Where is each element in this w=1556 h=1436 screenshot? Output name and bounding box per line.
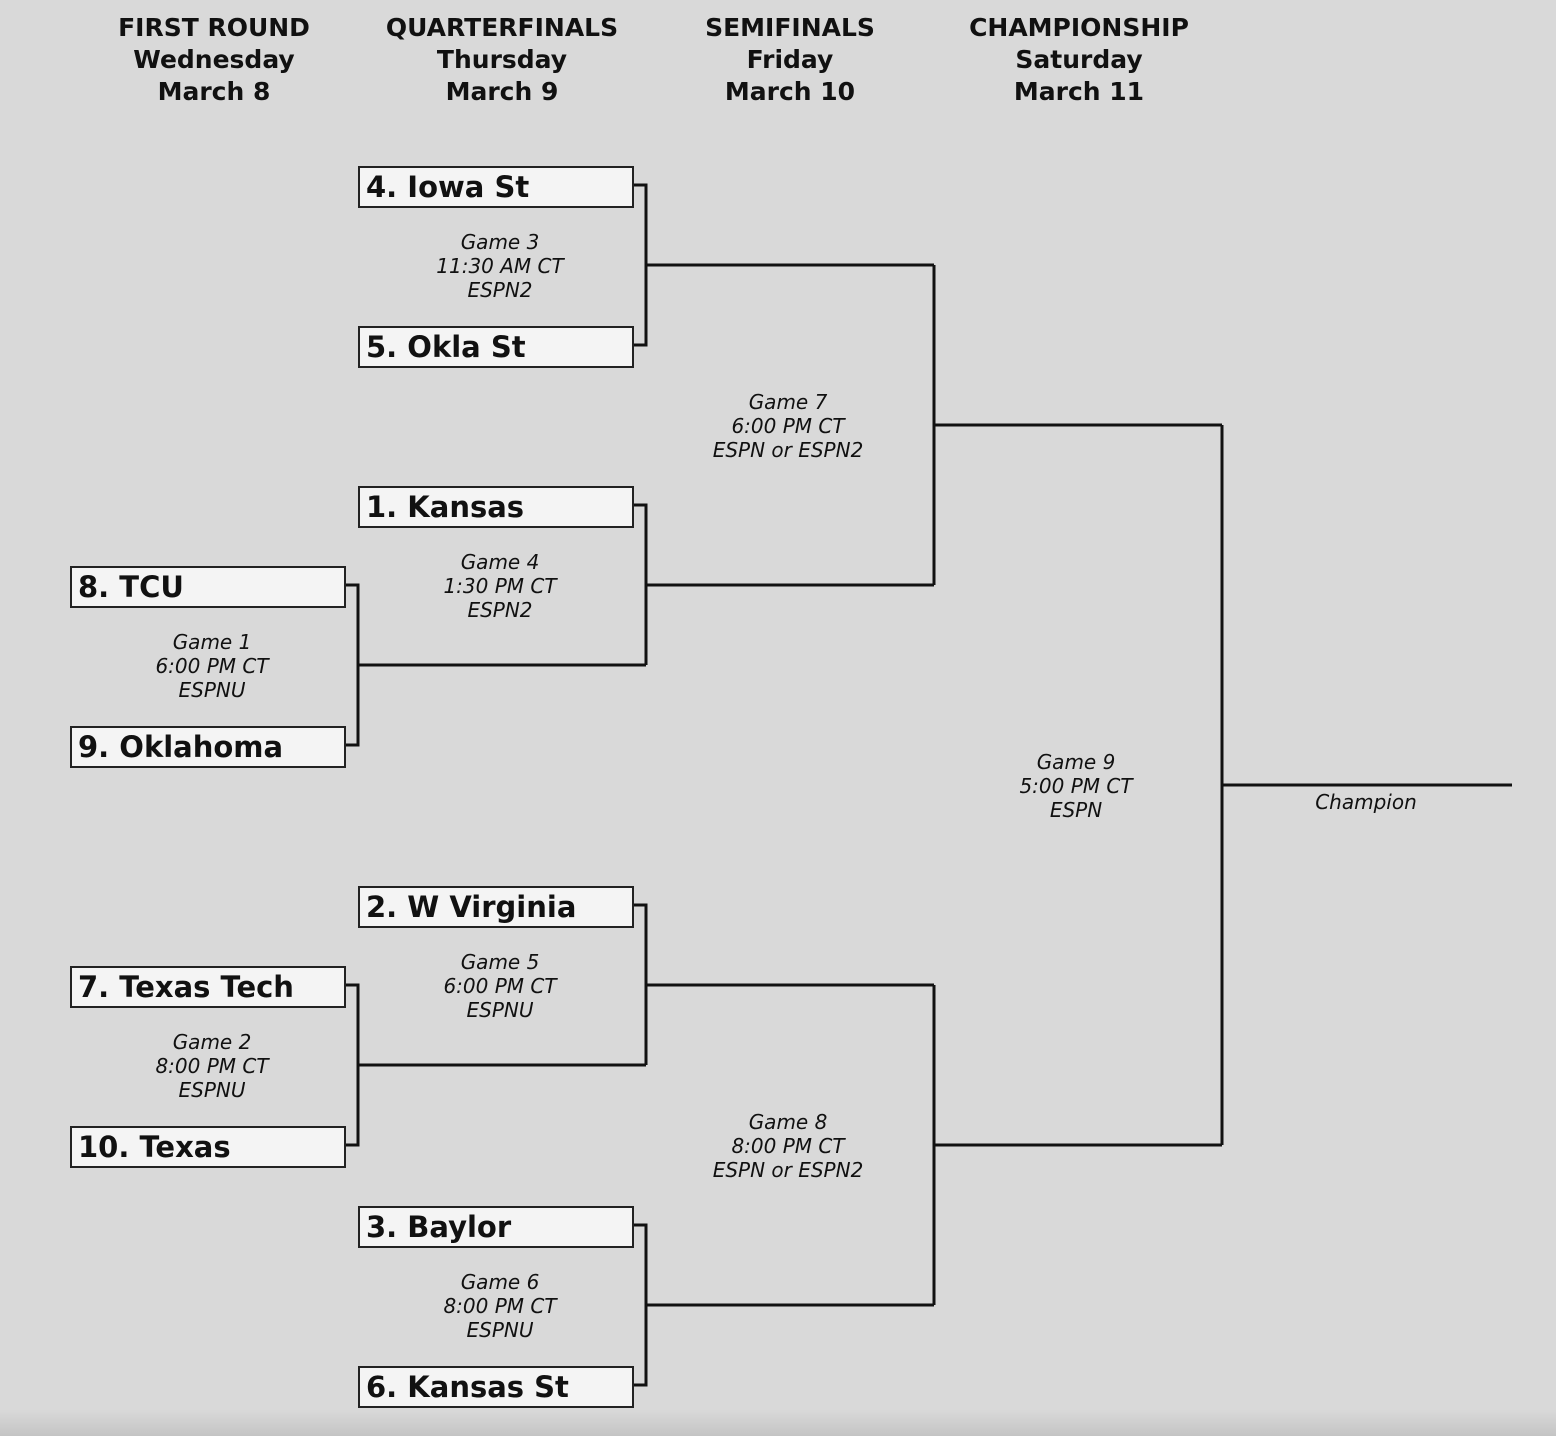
game-number: Game 7	[748, 390, 828, 414]
team-name: 3. Baylor	[366, 1210, 512, 1244]
game-network: ESPN2	[467, 278, 533, 302]
team-name: 7. Texas Tech	[78, 970, 294, 1004]
bracket-line-game-3	[628, 183, 934, 347]
game-info-8: Game 8 8:00 PM CT ESPN or ESPN2	[678, 1110, 898, 1182]
game-time: 5:00 PM CT	[1019, 774, 1133, 798]
game-info-9: Game 9 5:00 PM CT ESPN	[966, 750, 1186, 822]
game-network: ESPNU	[178, 678, 246, 702]
round-date: March 8	[157, 77, 271, 106]
game-info-5: Game 5 6:00 PM CT ESPNU	[390, 950, 610, 1022]
team-texas-tech: 7. Texas Tech	[70, 966, 346, 1008]
game-info-6: Game 6 8:00 PM CT ESPNU	[390, 1270, 610, 1342]
game-number: Game 2	[172, 1030, 252, 1054]
game-time: 6:00 PM CT	[731, 414, 845, 438]
game-time: 8:00 PM CT	[443, 1294, 557, 1318]
game-network: ESPNU	[466, 1318, 534, 1342]
team-name: 8. TCU	[78, 570, 184, 604]
round-date: March 10	[724, 77, 856, 106]
game-time: 1:30 PM CT	[443, 574, 557, 598]
game-time: 6:00 PM CT	[155, 654, 269, 678]
round-header-semifinals: SEMIFINALS Friday March 10	[640, 12, 940, 108]
bracket-line-game-6	[628, 1223, 934, 1387]
team-iowa-st: 4. Iowa St	[358, 166, 634, 208]
round-date: March 9	[445, 77, 559, 106]
team-name: 2. W Virginia	[366, 890, 577, 924]
game-network: ESPNU	[466, 998, 534, 1022]
bracket-line-game-4	[628, 503, 934, 665]
game-network: ESPN	[1049, 798, 1103, 822]
game-time: 11:30 AM CT	[436, 254, 564, 278]
team-name: 1. Kansas	[366, 490, 525, 524]
round-name: FIRST ROUND	[118, 13, 310, 42]
game-network: ESPN or ESPN2	[712, 1158, 864, 1182]
game-number: Game 8	[748, 1110, 828, 1134]
game-time: 6:00 PM CT	[443, 974, 557, 998]
team-name: 6. Kansas St	[366, 1370, 569, 1404]
team-texas: 10. Texas	[70, 1126, 346, 1168]
team-oklahoma: 9. Oklahoma	[70, 726, 346, 768]
bracket-line-game-2	[340, 983, 646, 1147]
round-day: Saturday	[1015, 45, 1143, 74]
round-day: Thursday	[436, 45, 568, 74]
game-number: Game 1	[172, 630, 252, 654]
round-name: QUARTERFINALS	[385, 13, 619, 42]
team-name: 5. Okla St	[366, 330, 526, 364]
team-name: 4. Iowa St	[366, 170, 530, 204]
game-info-1: Game 1 6:00 PM CT ESPNU	[102, 630, 322, 702]
game-number: Game 6	[460, 1270, 540, 1294]
game-info-4: Game 4 1:30 PM CT ESPN2	[390, 550, 610, 622]
round-name: SEMIFINALS	[705, 13, 875, 42]
champion-label: Champion	[1315, 790, 1417, 814]
game-info-2: Game 2 8:00 PM CT ESPNU	[102, 1030, 322, 1102]
round-day: Wednesday	[133, 45, 295, 74]
round-header-championship: CHAMPIONSHIP Saturday March 11	[929, 12, 1229, 108]
game-number: Game 5	[460, 950, 540, 974]
team-kansas-st: 6. Kansas St	[358, 1366, 634, 1408]
game-network: ESPNU	[178, 1078, 246, 1102]
game-info-3: Game 3 11:30 AM CT ESPN2	[390, 230, 610, 302]
bracket-line-game-9	[1220, 425, 1512, 1145]
game-time: 8:00 PM CT	[155, 1054, 269, 1078]
bracket-line-game-8	[932, 985, 1222, 1305]
bracket-line-game-1	[340, 583, 646, 747]
game-network: ESPN or ESPN2	[712, 438, 864, 462]
bottom-shade	[0, 1410, 1556, 1436]
game-info-7: Game 7 6:00 PM CT ESPN or ESPN2	[678, 390, 898, 462]
team-name: 9. Oklahoma	[78, 730, 284, 764]
round-name: CHAMPIONSHIP	[969, 13, 1189, 42]
round-header-quarterfinals: QUARTERFINALS Thursday March 9	[352, 12, 652, 108]
round-header-first-round: FIRST ROUND Wednesday March 8	[64, 12, 364, 108]
game-number: Game 3	[460, 230, 540, 254]
team-tcu: 8. TCU	[70, 566, 346, 608]
game-number: Game 4	[460, 550, 540, 574]
team-w-virginia: 2. W Virginia	[358, 886, 634, 928]
round-day: Friday	[746, 45, 834, 74]
game-network: ESPN2	[467, 598, 533, 622]
team-name: 10. Texas	[78, 1130, 231, 1164]
game-time: 8:00 PM CT	[731, 1134, 845, 1158]
game-number: Game 9	[1036, 750, 1116, 774]
team-kansas: 1. Kansas	[358, 486, 634, 528]
bracket-line-game-5	[628, 903, 934, 1065]
round-date: March 11	[1013, 77, 1145, 106]
team-okla-st: 5. Okla St	[358, 326, 634, 368]
team-baylor: 3. Baylor	[358, 1206, 634, 1248]
bracket-line-game-7	[932, 265, 1222, 585]
